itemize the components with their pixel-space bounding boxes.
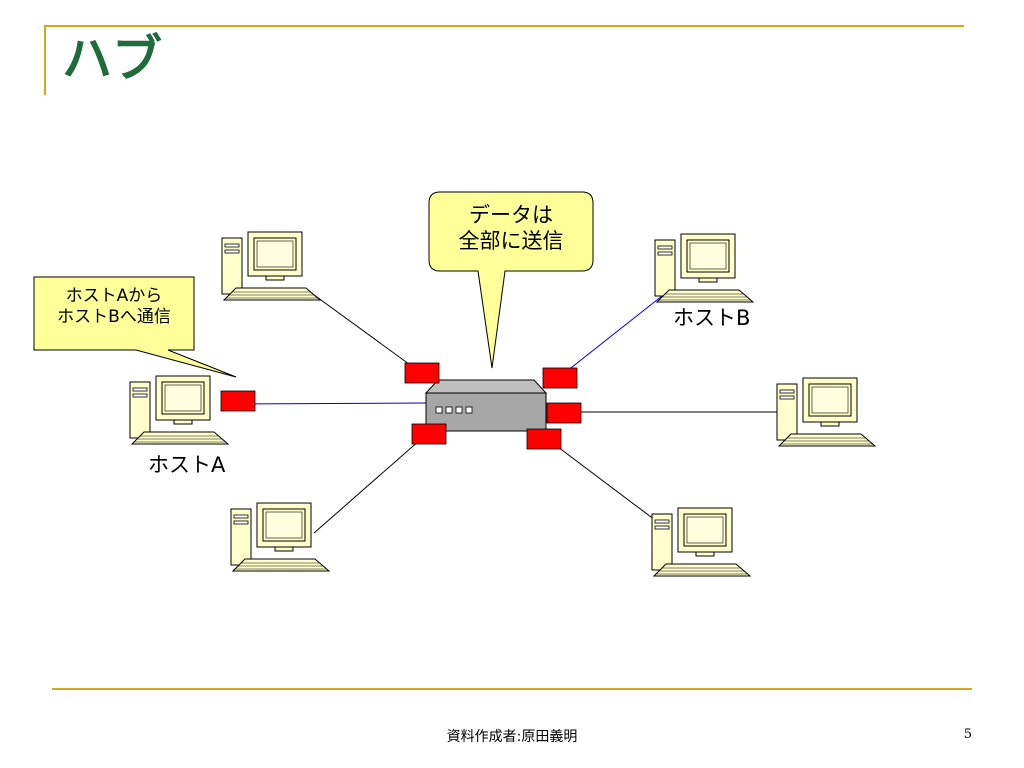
host-b-label: ホストB (673, 306, 751, 330)
callout-host-line1: ホストAから (65, 286, 163, 306)
callout-hub-message-shape (428, 191, 594, 369)
port-marker-host-b (542, 367, 578, 389)
desktop-computer-icon-top-left (221, 231, 321, 301)
desktop-computer-icon-bottom-right (651, 507, 751, 577)
page-number: 5 (963, 727, 972, 742)
slide-title: ハブ (62, 30, 162, 88)
desktop-computer-icon-host-b (654, 233, 754, 303)
footer-accent-line (52, 688, 972, 690)
callout-host-message: ホストAから ホストBへ通信 (34, 286, 194, 329)
callout-host-line2: ホストBへ通信 (57, 307, 171, 328)
desktop-computer-icon-right (776, 377, 876, 447)
link-bottom-left (313, 432, 429, 534)
callout-hub-line1: データは (469, 203, 553, 227)
title-accent-line (44, 25, 964, 27)
desktop-computer-icon-host-a (129, 375, 229, 445)
network-hub-icon (424, 379, 548, 432)
port-marker-bottom-right (526, 428, 562, 450)
title-accent-vertical (44, 25, 46, 95)
port-marker-right (546, 402, 582, 424)
port-marker-top-left (404, 362, 440, 384)
link-top-left (309, 291, 425, 376)
port-marker-bottom-left (411, 423, 447, 445)
footer-author: 資料作成者:原田義明 (446, 729, 578, 745)
link-host-b (561, 295, 663, 376)
host-a-label: ホストA (148, 453, 226, 477)
callout-hub-message: データは 全部に送信 (429, 202, 593, 255)
callout-host-message-shape (33, 276, 237, 378)
link-host-a (237, 402, 429, 405)
link-bottom-right (545, 437, 656, 521)
port-marker-host-a (220, 390, 256, 412)
callout-hub-line2: 全部に送信 (458, 229, 564, 254)
desktop-computer-icon-bottom-left (230, 502, 330, 572)
